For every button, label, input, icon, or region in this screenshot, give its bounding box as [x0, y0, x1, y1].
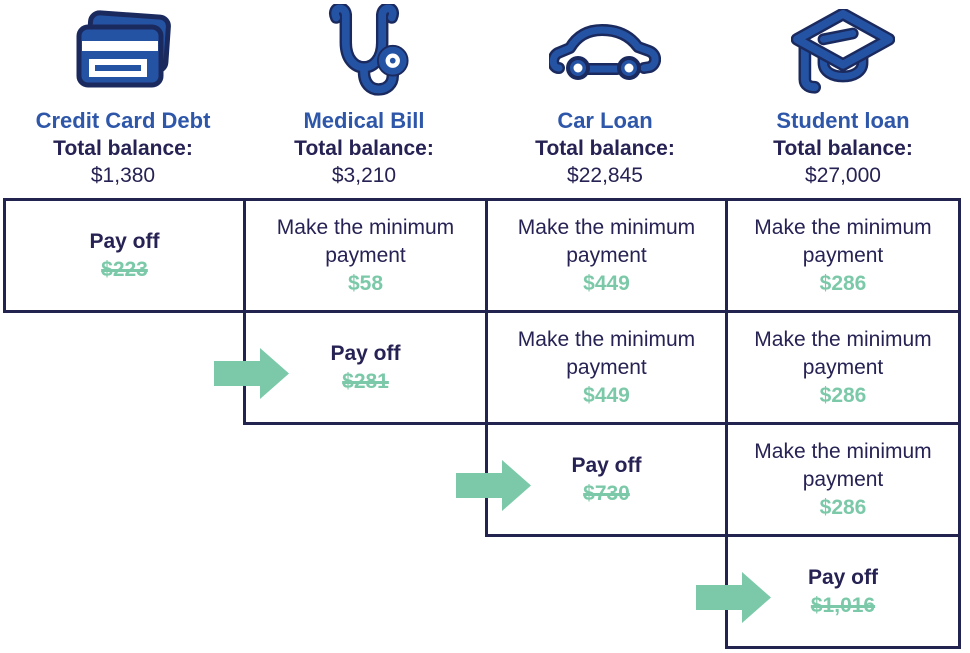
payoff-label: Pay off — [571, 453, 642, 477]
minimum-label: Make the minimum payment — [276, 215, 455, 267]
stethoscope-icon — [329, 4, 409, 96]
balance-amount: $3,210 — [331, 164, 397, 187]
balance-label: Total balance: — [773, 137, 913, 160]
debt-column-credit-card: Credit Card Debt Total balance: $1,380 — [3, 2, 243, 189]
balance-label: Total balance: — [53, 137, 193, 160]
cell-minimum-car-row1: Make the minimum payment $449 — [485, 198, 725, 310]
cell-minimum-student-row3: Make the minimum payment $286 — [725, 422, 961, 534]
balance-amount: $1,380 — [90, 164, 156, 187]
debt-title: Medical Bill — [303, 108, 425, 133]
credit-card-icon — [76, 10, 171, 88]
cell-minimum-car-row2: Make the minimum payment $449 — [485, 310, 725, 422]
debt-column-medical-bill: Medical Bill Total balance: $3,210 — [243, 2, 485, 189]
payoff-amount: $730 — [583, 481, 630, 505]
payoff-amount: $281 — [342, 369, 389, 393]
minimum-label: Make the minimum payment — [754, 327, 932, 379]
debt-column-student-loan: Student loan Total balance: $27,000 — [725, 2, 961, 189]
minimum-amount: $286 — [819, 271, 867, 295]
minimum-label: Make the minimum payment — [517, 327, 696, 379]
minimum-amount: $286 — [819, 495, 867, 519]
payoff-amount: $223 — [101, 257, 148, 281]
payoff-arrow-icon — [214, 348, 289, 399]
cell-minimum-student-row2: Make the minimum payment $286 — [725, 310, 961, 422]
minimum-amount: $58 — [347, 271, 384, 295]
payoff-amount: $1,016 — [810, 593, 876, 617]
minimum-amount: $286 — [819, 383, 867, 407]
payoff-arrow-icon — [456, 460, 531, 511]
minimum-label: Make the minimum payment — [754, 215, 932, 267]
balance-label: Total balance: — [294, 137, 434, 160]
balance-amount: $22,845 — [567, 164, 643, 187]
debt-title: Credit Card Debt — [35, 108, 211, 133]
payment-plan-table: Pay off $223 Make the minimum payment $5… — [3, 198, 961, 649]
cell-minimum-student-row1: Make the minimum payment $286 — [725, 198, 961, 310]
debt-title: Car Loan — [557, 108, 653, 133]
minimum-amount: $449 — [583, 271, 630, 295]
minimum-label: Make the minimum payment — [754, 439, 932, 491]
graduation-cap-icon — [791, 9, 895, 94]
payoff-label: Pay off — [330, 341, 401, 365]
payoff-label: Pay off — [807, 565, 878, 589]
cell-payoff-credit-card: Pay off $223 — [3, 198, 243, 313]
payoff-label: Pay off — [89, 229, 160, 253]
debt-title: Student loan — [776, 108, 910, 133]
car-icon — [549, 24, 661, 80]
minimum-label: Make the minimum payment — [517, 215, 696, 267]
balance-label: Total balance: — [535, 137, 675, 160]
payoff-arrow-icon — [696, 572, 771, 623]
cell-minimum-medical-row1: Make the minimum payment $58 — [243, 198, 485, 310]
balance-amount: $27,000 — [805, 164, 881, 187]
minimum-amount: $449 — [583, 383, 630, 407]
debt-column-car-loan: Car Loan Total balance: $22,845 — [485, 2, 725, 189]
